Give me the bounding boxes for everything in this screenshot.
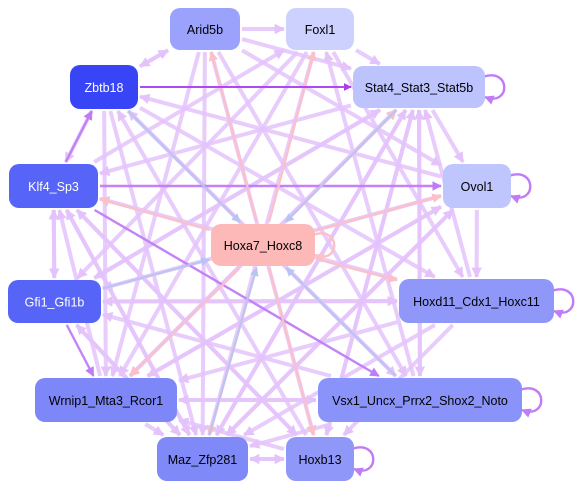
node-label-ovol1: Ovol1 [461, 180, 494, 194]
node-hoxb13[interactable]: Hoxb13 [286, 437, 354, 481]
node-stat4[interactable]: Stat4_Stat3_Stat5b [353, 66, 485, 108]
self-loop-vsx1 [520, 388, 541, 411]
node-hoxa7[interactable]: Hoxa7_Hoxc8 [211, 224, 315, 266]
self-loop-hoxd11 [552, 289, 573, 312]
node-label-maz: Maz_Zfp281 [168, 453, 238, 467]
node-label-hoxa7: Hoxa7_Hoxc8 [224, 239, 303, 253]
node-foxl1[interactable]: Foxl1 [286, 8, 354, 50]
node-label-wrnip1: Wrnip1_Mta3_Rcor1 [49, 394, 163, 408]
self-loop-ovol1 [509, 174, 530, 197]
edge-arid5b-to-maz [203, 52, 205, 435]
node-ovol1[interactable]: Ovol1 [443, 164, 511, 208]
node-label-foxl1: Foxl1 [305, 23, 336, 37]
node-label-hoxd11: Hoxd11_Cdx1_Hoxc11 [413, 295, 540, 309]
edge-arid5b-to-zbtb18 [140, 50, 168, 66]
edge-hoxa7-to-ovol1 [317, 196, 441, 230]
node-hoxd11[interactable]: Hoxd11_Cdx1_Hoxc11 [399, 279, 554, 323]
node-label-gfi1: Gfi1_Gfi1b [25, 296, 85, 310]
node-gfi1[interactable]: Gfi1_Gfi1b [8, 280, 101, 323]
self-loop-hoxb13 [352, 447, 373, 470]
self-loop-stat4 [483, 75, 504, 98]
node-label-hoxb13: Hoxb13 [298, 453, 341, 467]
node-label-stat4: Stat4_Stat3_Stat5b [365, 81, 473, 95]
node-zbtb18[interactable]: Zbtb18 [70, 65, 138, 109]
node-vsx1[interactable]: Vsx1_Uncx_Prrx2_Shox2_Noto [318, 378, 522, 422]
edge-zbtb18-to-wrnip1 [104, 111, 106, 376]
edge-wrnip1-to-maz [145, 424, 163, 435]
node-label-arid5b: Arid5b [187, 23, 223, 37]
edge-foxl1-to-stat4 [356, 50, 380, 64]
node-klf4[interactable]: Klf4_Sp3 [9, 164, 98, 208]
edge-klf4-to-gfi1 [54, 210, 55, 278]
node-arid5b[interactable]: Arid5b [170, 8, 240, 50]
node-label-zbtb18: Zbtb18 [85, 81, 124, 95]
edge-klf4-to-zbtb18 [66, 111, 92, 162]
node-maz[interactable]: Maz_Zfp281 [157, 437, 248, 481]
edge-stat4-to-hoxa7 [286, 110, 397, 222]
node-label-klf4: Klf4_Sp3 [28, 180, 79, 194]
node-wrnip1[interactable]: Wrnip1_Mta3_Rcor1 [35, 378, 177, 422]
edge-stat4-to-klf4 [100, 105, 351, 173]
node-label-vsx1: Vsx1_Uncx_Prrx2_Shox2_Noto [332, 394, 508, 408]
